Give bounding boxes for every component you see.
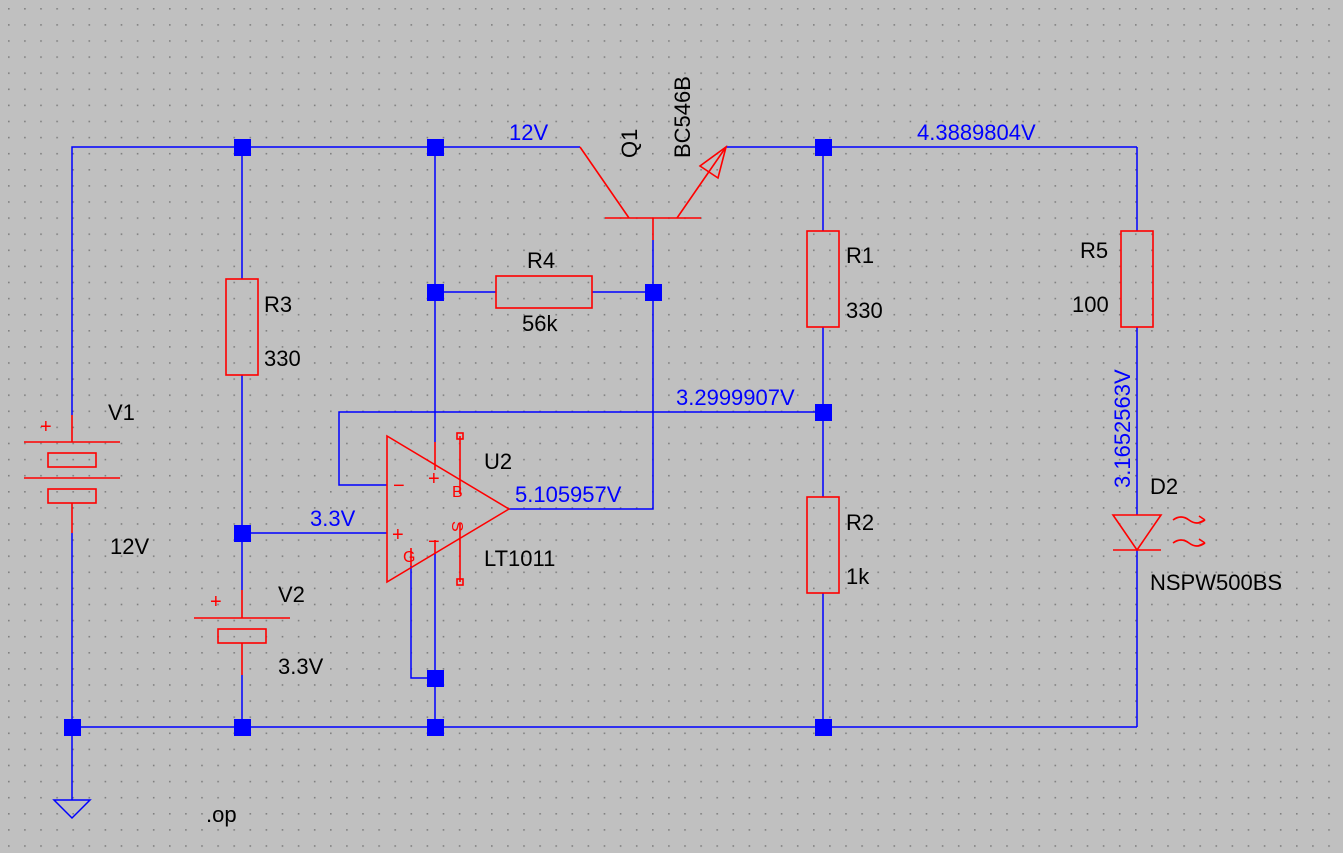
v1-polarity-plus: + (40, 416, 52, 438)
r2-value[interactable]: 1k (846, 564, 870, 589)
net-label-feedback[interactable]: 3.2999907V (676, 385, 795, 410)
wire-feedback[interactable] (338, 411, 823, 486)
spice-directive[interactable]: .op (206, 802, 237, 827)
junction (815, 719, 832, 736)
net-label-led-anode[interactable]: 3.1652563V (1110, 369, 1135, 488)
r1-name[interactable]: R1 (846, 243, 874, 268)
junction (645, 284, 662, 301)
q1-model[interactable]: BC546B (670, 76, 695, 158)
battery-v2[interactable]: + (194, 590, 290, 675)
u2-minus-supply: − (428, 531, 440, 553)
wires[interactable] (71, 146, 1138, 800)
r2-name[interactable]: R2 (846, 510, 874, 535)
r3-name[interactable]: R3 (264, 292, 292, 317)
u2-pin-b: B (452, 484, 463, 501)
v2-value[interactable]: 3.3V (278, 654, 324, 679)
v1-value[interactable]: 12V (110, 534, 149, 559)
v1-name[interactable]: V1 (108, 400, 135, 425)
ground-icon[interactable] (52, 799, 92, 820)
battery-v1[interactable]: + (24, 415, 120, 533)
u2-minus-input: − (393, 475, 405, 497)
q1-name[interactable]: Q1 (617, 129, 642, 158)
r4-name[interactable]: R4 (527, 248, 555, 273)
junctions (64, 139, 832, 736)
wire-opamp-output[interactable] (509, 240, 654, 510)
transistor-q1[interactable] (579, 145, 728, 240)
wire-top-left[interactable] (71, 146, 580, 415)
junction (234, 719, 251, 736)
net-label-output[interactable]: 5.105957V (515, 482, 622, 507)
r3-value[interactable]: 330 (264, 346, 301, 371)
junction (427, 284, 444, 301)
net-label-emitter[interactable]: 4.3889804V (917, 120, 1036, 145)
junction (427, 719, 444, 736)
v2-name[interactable]: V2 (278, 582, 305, 607)
resistor-r5[interactable] (1120, 230, 1154, 328)
u2-name[interactable]: U2 (484, 449, 512, 474)
resistor-r3[interactable] (225, 278, 259, 376)
v2-polarity-plus: + (210, 591, 222, 613)
u2-pin-g: G (403, 549, 415, 566)
resistor-r2[interactable] (806, 496, 840, 594)
r5-value[interactable]: 100 (1072, 292, 1109, 317)
u2-plus-input: + (392, 524, 404, 546)
resistor-r1[interactable] (806, 230, 840, 328)
u2-pin-s: S (448, 521, 465, 532)
resistor-r4[interactable] (495, 275, 593, 309)
d2-name[interactable]: D2 (1150, 474, 1178, 499)
u2-model[interactable]: LT1011 (484, 546, 555, 571)
net-label-supply[interactable]: 12V (509, 120, 548, 145)
junction (234, 139, 251, 156)
junction (234, 525, 251, 542)
d2-model[interactable]: NSPW500BS (1150, 570, 1282, 595)
junction (815, 404, 832, 421)
led-d2[interactable] (1111, 514, 1206, 552)
r5-name[interactable]: R5 (1080, 238, 1108, 263)
junction (815, 139, 832, 156)
opamp-u2[interactable]: − + + − B S G (386, 432, 511, 586)
junction (427, 139, 444, 156)
junction (64, 719, 81, 736)
r1-value[interactable]: 330 (846, 298, 883, 323)
r4-value[interactable]: 56k (522, 311, 558, 336)
junction (427, 670, 444, 687)
u2-plus-supply: + (428, 468, 440, 490)
net-label-reference[interactable]: 3.3V (310, 506, 356, 531)
